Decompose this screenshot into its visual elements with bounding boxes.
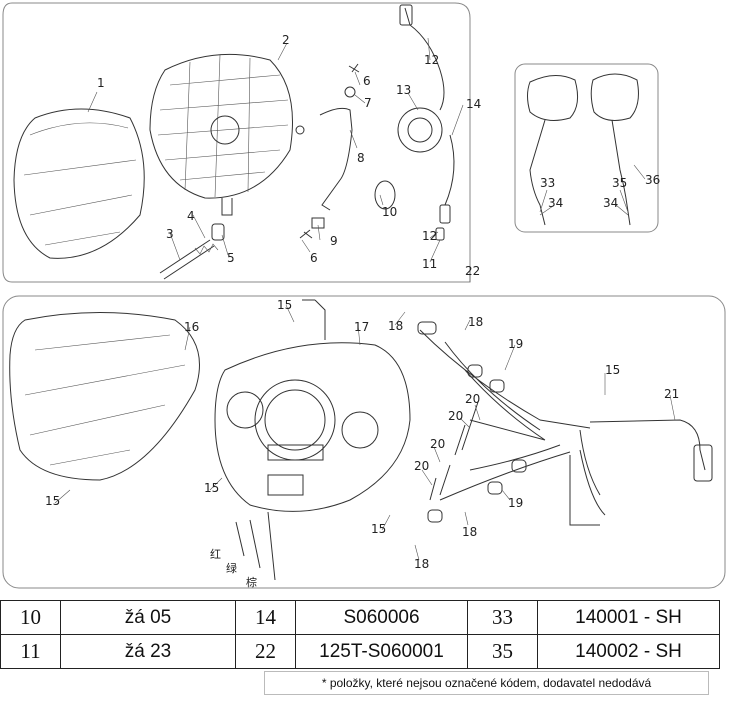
- callout-20d: 20: [414, 459, 429, 473]
- callout-15c: 15: [204, 481, 219, 495]
- part-code: 140002 - SH: [537, 634, 720, 669]
- table-row: 10 žá 05 14 S060006 33 140001 - SH: [0, 600, 720, 635]
- table-row: 11 žá 23 22 125T-S060001 35 140002 - SH: [0, 634, 720, 669]
- wire-harness: [417, 321, 713, 526]
- callout-10: 10: [382, 205, 397, 219]
- callout-36: 36: [645, 173, 660, 187]
- callout-15b: 15: [605, 363, 620, 377]
- leader-lines: [54, 37, 676, 561]
- rear-mirrors: [527, 73, 639, 226]
- callout-9: 9: [330, 234, 338, 248]
- callout-4: 4: [187, 209, 195, 223]
- footnote: * položky, které nejsou označené kódem, …: [264, 671, 709, 695]
- part-code: žá 05: [60, 600, 236, 635]
- headlight-group-outline: [2, 2, 471, 283]
- callout-22: 22: [465, 264, 480, 278]
- callout-21: 21: [664, 387, 679, 401]
- callout-6a: 6: [363, 74, 371, 88]
- exploded-parts-diagram: 1 2 3 4 5 6 7 8 10 9 6 12 13 14 12 11 22…: [2, 2, 726, 589]
- callout-20a: 20: [448, 409, 463, 423]
- wire-bracket: [319, 107, 353, 211]
- callout-2: 2: [282, 33, 290, 47]
- callout-35: 35: [612, 176, 627, 190]
- part-number: 33: [467, 600, 538, 635]
- dashboard-lens-cover: [9, 312, 200, 481]
- headlight-lens: [13, 108, 145, 259]
- mirror-group-outline: [514, 63, 659, 233]
- part-code: 125T-S060001: [295, 634, 468, 669]
- callout-15e: 15: [45, 494, 60, 508]
- wire-label-red: 红: [210, 548, 221, 561]
- wire-label-green: 绿: [226, 561, 237, 575]
- callout-18b: 18: [468, 315, 483, 329]
- callout-12b: 12: [422, 229, 437, 243]
- headlight-reflector: [149, 53, 305, 216]
- bulb-socket-assembly: [374, 4, 455, 241]
- callout-11: 11: [422, 257, 437, 271]
- part-code: 140001 - SH: [537, 600, 720, 635]
- part-number: 14: [235, 600, 296, 635]
- part-code: S060006: [295, 600, 468, 635]
- wire-label-brown: 棕: [246, 575, 257, 589]
- callout-6b: 6: [310, 251, 318, 265]
- callout-20b: 20: [465, 392, 480, 406]
- callout-18a: 18: [388, 319, 403, 333]
- part-number: 10: [0, 600, 61, 635]
- parts-code-table: 10 žá 05 14 S060006 33 140001 - SH 11 žá…: [0, 600, 720, 669]
- callout-14: 14: [466, 97, 481, 111]
- callout-34b: 34: [603, 196, 618, 210]
- callout-5: 5: [227, 251, 235, 265]
- part-number: 11: [0, 634, 61, 669]
- callout-18d: 18: [414, 557, 429, 571]
- callout-20c: 20: [430, 437, 445, 451]
- callout-19a: 19: [508, 337, 523, 351]
- callout-15d: 15: [371, 522, 386, 536]
- callout-16: 16: [184, 320, 199, 334]
- callout-34a: 34: [548, 196, 563, 210]
- callout-3: 3: [166, 227, 174, 241]
- part-number: 35: [467, 634, 538, 669]
- screw-and-nut: [299, 63, 360, 239]
- callout-33: 33: [540, 176, 555, 190]
- callout-19b: 19: [508, 496, 523, 510]
- callout-12a: 12: [424, 53, 439, 67]
- dashboard-group-outline: [2, 295, 726, 589]
- part-number: 22: [235, 634, 296, 669]
- callout-17: 17: [354, 320, 369, 334]
- adjuster-bolt-spring: [159, 223, 225, 280]
- callout-15a: 15: [277, 298, 292, 312]
- callout-18c: 18: [462, 525, 477, 539]
- instrument-cluster: [214, 299, 411, 581]
- callout-8: 8: [357, 151, 365, 165]
- callout-13: 13: [396, 83, 411, 97]
- callout-1: 1: [97, 76, 105, 90]
- callout-7: 7: [364, 96, 372, 110]
- part-code: žá 23: [60, 634, 236, 669]
